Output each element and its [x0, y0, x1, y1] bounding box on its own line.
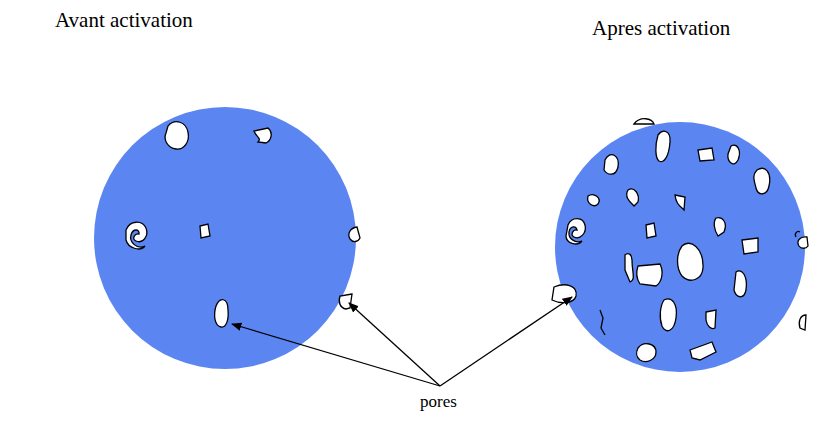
caption-after: Apres activation	[592, 16, 730, 41]
caption-before: Avant activation	[55, 8, 193, 33]
particle-after	[552, 119, 808, 372]
pores-label: pores	[420, 392, 457, 412]
particle-before	[94, 107, 360, 369]
leader-arrows	[232, 297, 572, 386]
